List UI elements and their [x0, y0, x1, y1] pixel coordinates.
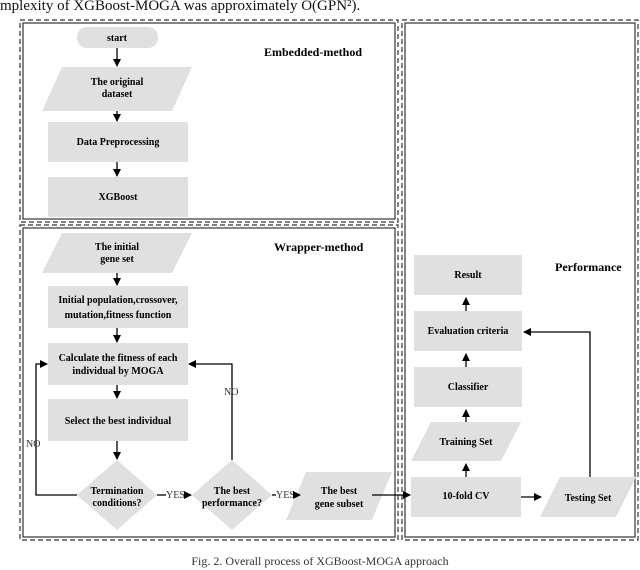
no-label-outer: NO — [26, 439, 40, 450]
svg-text:The best: The best — [321, 486, 358, 497]
figure-caption: Fig. 2. Overall process of XGBoost-MOGA … — [191, 554, 448, 568]
svg-text:XGBoost: XGBoost — [99, 192, 139, 203]
svg-text:Evaluation criteria: Evaluation criteria — [428, 326, 509, 337]
svg-text:Select the best individual: Select the best individual — [65, 416, 172, 427]
ten-fold-cv-node: 10-fold CV — [411, 477, 521, 517]
svg-text:Calculate the fitness of each: Calculate the fitness of each — [59, 353, 178, 364]
best-performance-decision: The best performance? — [192, 460, 272, 530]
svg-text:10-fold CV: 10-fold CV — [443, 491, 491, 502]
start-node: start — [77, 27, 158, 48]
svg-text:dataset: dataset — [102, 89, 133, 100]
svg-text:performance?: performance? — [202, 498, 262, 509]
testing-set-node: Testing Set — [540, 477, 636, 517]
svg-text:Initial population,crossover,: Initial population,crossover, — [58, 295, 178, 306]
performance-title: Performance — [555, 260, 622, 274]
svg-text:Testing Set: Testing Set — [565, 493, 612, 504]
initial-gene-set-node: The initial gene set — [42, 233, 192, 273]
svg-text:individual by MOGA: individual by MOGA — [72, 366, 164, 377]
initial-population-node: Initial population,crossover, mutation,f… — [48, 286, 188, 328]
embedded-method-region: Embedded-method — [19, 19, 399, 223]
svg-text:Termination: Termination — [91, 486, 144, 497]
no-label-inner: NO — [224, 387, 238, 398]
select-best-individual-node: Select the best individual — [48, 399, 188, 441]
classifier-node: Classifier — [414, 367, 522, 407]
yes-label-1: YES — [166, 490, 185, 501]
svg-text:gene subset: gene subset — [315, 499, 364, 510]
svg-text:mutation,fitness function: mutation,fitness function — [65, 310, 172, 321]
original-dataset-node: The original dataset — [42, 67, 192, 111]
svg-text:The initial: The initial — [95, 242, 139, 253]
header-text: mplexity of XGBoost-MOGA was approximate… — [0, 0, 360, 14]
svg-text:Classifier: Classifier — [448, 382, 489, 393]
svg-text:The best: The best — [214, 486, 251, 497]
performance-region: Performance — [401, 19, 639, 541]
best-gene-subset-node: The best gene subset — [286, 472, 392, 520]
training-set-node: Training Set — [411, 422, 521, 461]
termination-decision: Termination conditions? — [77, 460, 157, 530]
wrapper-method-title: Wrapper-method — [274, 240, 364, 254]
svg-text:conditions?: conditions? — [93, 498, 142, 509]
yes-label-2: YES — [276, 490, 295, 501]
evaluation-criteria-node: Evaluation criteria — [414, 311, 522, 351]
calculate-fitness-node: Calculate the fitness of each individual… — [48, 343, 188, 385]
embedded-method-title: Embedded-method — [264, 45, 362, 59]
xgboost-node: XGBoost — [48, 177, 188, 217]
svg-text:Data Preprocessing: Data Preprocessing — [77, 137, 160, 148]
svg-text:Training Set: Training Set — [440, 437, 494, 448]
svg-text:The original: The original — [91, 77, 144, 88]
result-node: Result — [414, 255, 522, 295]
svg-text:Result: Result — [454, 270, 482, 281]
svg-text:gene set: gene set — [100, 254, 134, 265]
svg-text:start: start — [107, 33, 128, 44]
data-preprocessing-node: Data Preprocessing — [48, 122, 188, 162]
wrapper-method-region: Wrapper-method — [19, 224, 399, 541]
